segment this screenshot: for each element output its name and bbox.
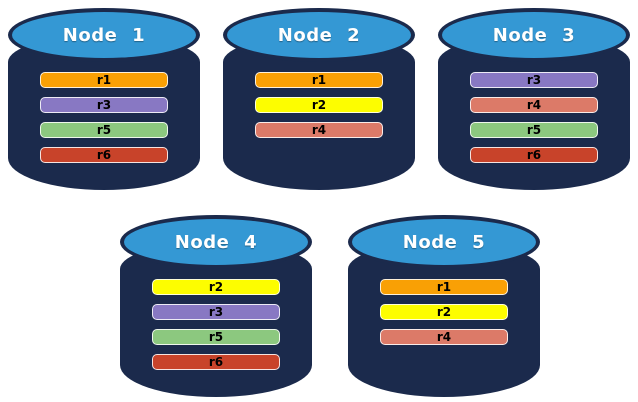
replica-bar-r1: r1 bbox=[40, 72, 168, 88]
replica-bar-r3: r3 bbox=[40, 97, 168, 113]
node-title: Node 1 bbox=[62, 24, 146, 46]
node-cylinder-3: Node 3 r3 r4 r5 r6 bbox=[438, 8, 630, 190]
replica-bar-r1: r1 bbox=[380, 279, 508, 295]
replica-bar-r4: r4 bbox=[255, 122, 383, 138]
replica-bar-r4: r4 bbox=[470, 97, 598, 113]
replica-bar-r5: r5 bbox=[152, 329, 280, 345]
replica-bar-list: r3 r4 r5 r6 bbox=[438, 72, 630, 163]
node-cylinder-2: Node 2 r1 r2 r4 bbox=[223, 8, 415, 190]
replica-bar-r2: r2 bbox=[380, 304, 508, 320]
database-cylinder-top: Node 2 bbox=[223, 8, 415, 62]
replica-bar-r2: r2 bbox=[152, 279, 280, 295]
replica-bar-r6: r6 bbox=[470, 147, 598, 163]
replica-bar-r6: r6 bbox=[152, 354, 280, 370]
node-title: Node 4 bbox=[174, 231, 258, 253]
node-cylinder-4: Node 4 r2 r3 r5 r6 bbox=[120, 215, 312, 397]
node-title: Node 3 bbox=[492, 24, 576, 46]
database-cylinder-top: Node 4 bbox=[120, 215, 312, 269]
node-cylinder-1: Node 1 r1 r3 r5 r6 bbox=[8, 8, 200, 190]
node-title: Node 2 bbox=[277, 24, 361, 46]
replica-bar-r3: r3 bbox=[470, 72, 598, 88]
node-cylinder-5: Node 5 r1 r2 r4 bbox=[348, 215, 540, 397]
node-row-bottom: Node 4 r2 r3 r5 r6 Node 5 r1 r2 r4 bbox=[0, 215, 638, 397]
replica-bar-r1: r1 bbox=[255, 72, 383, 88]
replica-bar-list: r2 r3 r5 r6 bbox=[120, 279, 312, 370]
node-title: Node 5 bbox=[402, 231, 486, 253]
database-cylinder-top: Node 5 bbox=[348, 215, 540, 269]
database-cylinder-top: Node 1 bbox=[8, 8, 200, 62]
replica-bar-r2: r2 bbox=[255, 97, 383, 113]
replica-bar-r5: r5 bbox=[40, 122, 168, 138]
replica-bar-r4: r4 bbox=[380, 329, 508, 345]
database-cylinder-top: Node 3 bbox=[438, 8, 630, 62]
replica-bar-r5: r5 bbox=[470, 122, 598, 138]
replica-bar-r6: r6 bbox=[40, 147, 168, 163]
replica-bar-list: r1 r3 r5 r6 bbox=[8, 72, 200, 163]
replica-bar-list: r1 r2 r4 bbox=[223, 72, 415, 138]
replica-bar-list: r1 r2 r4 bbox=[348, 279, 540, 345]
replica-bar-r3: r3 bbox=[152, 304, 280, 320]
